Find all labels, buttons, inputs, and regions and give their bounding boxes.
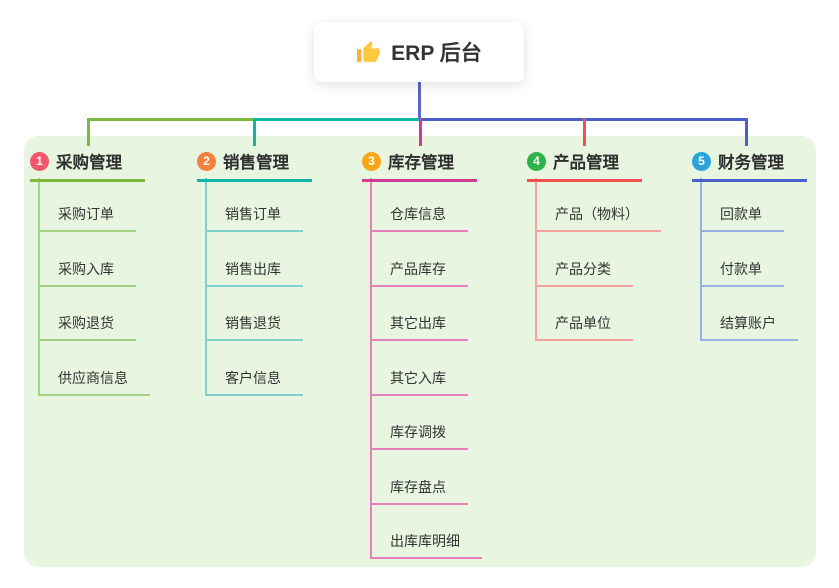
child-node[interactable]: 产品（物料）	[535, 196, 661, 232]
branch-bus-segment	[253, 118, 420, 121]
branch-bus-segment	[87, 118, 253, 121]
branch-title: 采购管理	[56, 154, 122, 172]
child-node[interactable]: 回款单	[700, 196, 784, 232]
branch-children-connector	[370, 178, 372, 559]
branch-number-badge: 5	[692, 151, 711, 171]
branch-title: 产品管理	[553, 154, 619, 172]
child-node[interactable]: 销售订单	[205, 196, 303, 232]
child-node[interactable]: 其它入库	[370, 360, 468, 396]
branch-node-销售管理[interactable]: 2 销售管理	[197, 149, 312, 182]
branch-children-connector	[700, 178, 702, 341]
child-node[interactable]: 库存盘点	[370, 469, 468, 505]
branch-number-badge: 1	[30, 151, 49, 171]
branch-drop-line	[745, 118, 748, 146]
branch-drop-line	[418, 118, 422, 146]
child-node[interactable]: 出库库明细	[370, 523, 482, 559]
child-node[interactable]: 结算账户	[700, 305, 798, 341]
root-connector-line	[417, 82, 421, 121]
branch-title: 销售管理	[223, 154, 289, 172]
child-node[interactable]: 仓库信息	[370, 196, 468, 232]
child-node[interactable]: 采购订单	[38, 196, 136, 232]
branch-number-badge: 2	[197, 151, 216, 171]
child-node[interactable]: 客户信息	[205, 360, 303, 396]
branch-drop-line	[87, 118, 90, 146]
child-node[interactable]: 付款单	[700, 251, 784, 287]
branch-number-badge: 3	[362, 151, 381, 171]
branch-node-财务管理[interactable]: 5 财务管理	[692, 149, 807, 182]
child-node[interactable]: 采购退货	[38, 305, 136, 341]
child-node[interactable]: 销售退货	[205, 305, 303, 341]
branch-node-产品管理[interactable]: 4 产品管理	[527, 149, 642, 182]
branch-children-connector	[38, 178, 40, 396]
child-node[interactable]: 供应商信息	[38, 360, 150, 396]
child-node[interactable]: 产品单位	[535, 305, 633, 341]
root-title: ERP 后台	[391, 42, 482, 65]
branch-node-采购管理[interactable]: 1 采购管理	[30, 149, 145, 182]
child-node[interactable]: 销售出库	[205, 251, 303, 287]
branch-number-badge: 4	[527, 151, 546, 171]
branch-children-connector	[205, 178, 207, 396]
branch-drop-line	[583, 118, 586, 146]
child-node[interactable]: 采购入库	[38, 251, 136, 287]
branches-background-panel	[24, 136, 816, 567]
child-node[interactable]: 产品分类	[535, 251, 633, 287]
branch-title: 库存管理	[388, 154, 454, 172]
child-node[interactable]: 其它出库	[370, 305, 468, 341]
child-node[interactable]: 库存调拨	[370, 414, 468, 450]
branch-node-库存管理[interactable]: 3 库存管理	[362, 149, 477, 182]
branch-drop-line	[253, 118, 256, 146]
branch-children-connector	[535, 178, 537, 341]
child-node[interactable]: 产品库存	[370, 251, 468, 287]
thumbs-up-icon	[356, 40, 381, 65]
branch-title: 财务管理	[718, 154, 784, 172]
root-node[interactable]: ERP 后台	[314, 22, 524, 82]
